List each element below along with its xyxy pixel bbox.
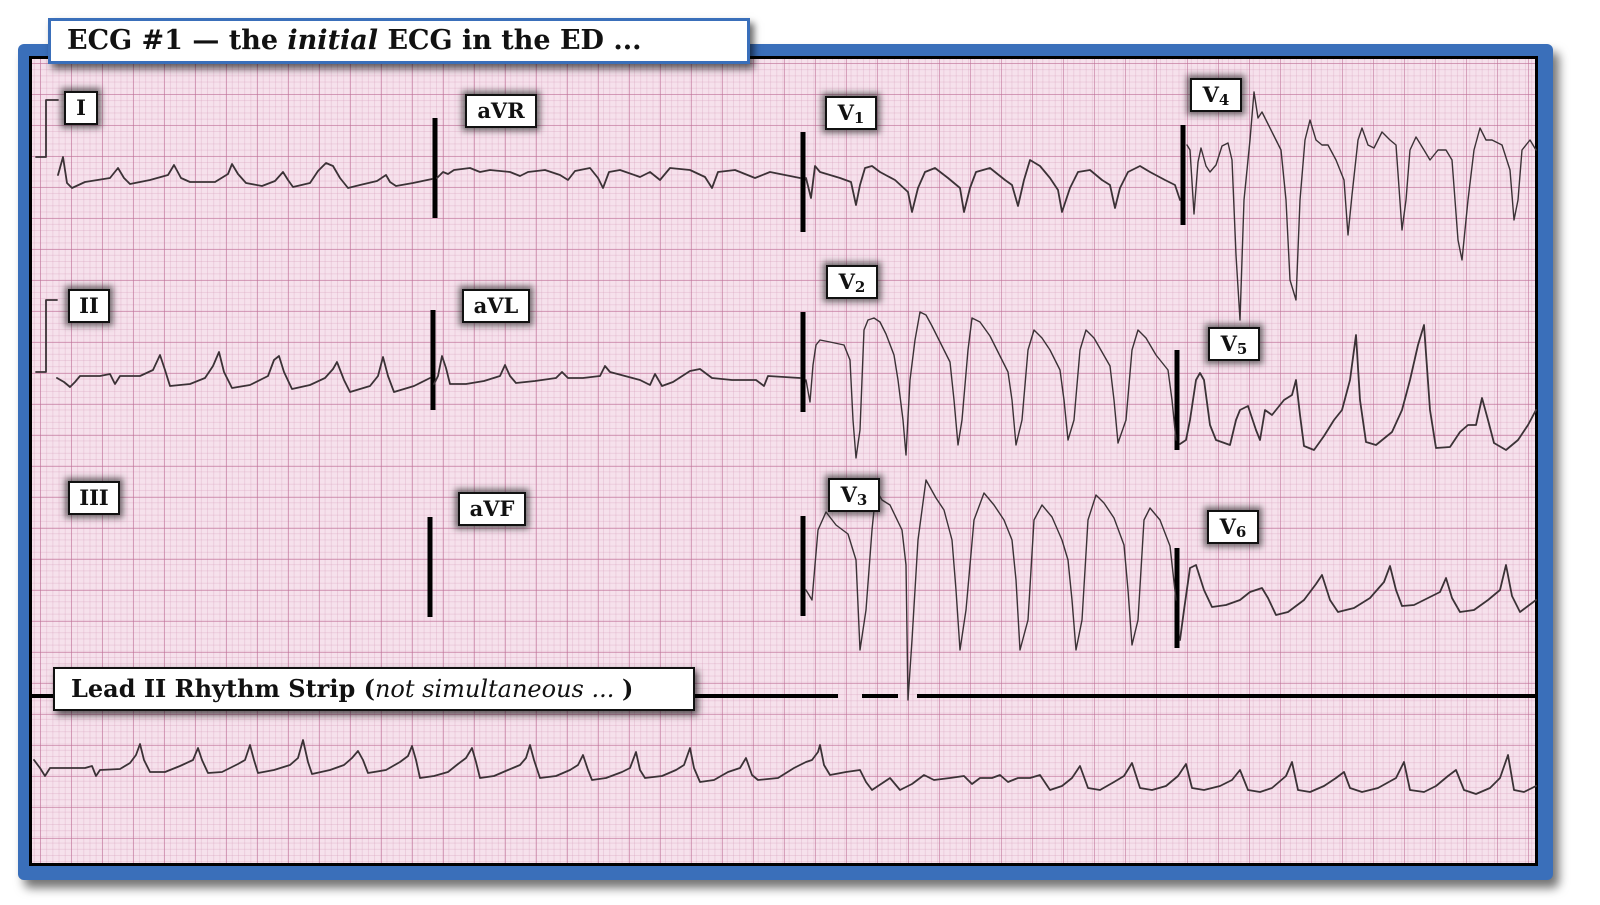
lead-label-v2: V2 — [826, 265, 878, 299]
lead-name: V — [1220, 331, 1237, 356]
lead-name: I — [76, 95, 86, 120]
lead-label-v4: V4 — [1190, 78, 1242, 112]
lead-name: V — [840, 482, 857, 507]
lead-name: V — [838, 269, 855, 294]
title-prefix: ECG #1 — the — [67, 25, 288, 56]
lead-name: aVR — [477, 98, 525, 123]
rhythm-label-bold: Lead II Rhythm Strip — [71, 674, 364, 703]
ecg-title: ECG #1 — the initial ECG in the ED ... — [48, 18, 750, 64]
lead-name: V — [1219, 514, 1236, 539]
rhythm-label-italic: not simultaneous ... — [374, 675, 622, 703]
lead-label-avf: aVF — [458, 492, 526, 526]
lead-label-v3: V3 — [828, 478, 880, 512]
title-emphasis: initial — [287, 25, 379, 56]
lead-subscript: 4 — [1218, 91, 1230, 109]
lead-name: aVF — [469, 496, 515, 521]
lead-name: V — [1202, 82, 1219, 107]
lead-label-iii: III — [68, 481, 120, 515]
lead-label-v5: V5 — [1208, 327, 1260, 361]
rhythm-paren-close: ) — [622, 674, 634, 703]
lead-label-v1: V1 — [825, 96, 877, 130]
lead-name: II — [79, 293, 99, 318]
title-suffix: ECG in the ED ... — [378, 25, 642, 56]
lead-subscript: 2 — [854, 278, 866, 296]
lead-label-ii: II — [68, 289, 110, 323]
lead-name: III — [79, 485, 109, 510]
lead-label-i: I — [64, 91, 98, 125]
lead-subscript: 6 — [1235, 523, 1247, 541]
rhythm-paren-open: ( — [363, 674, 375, 703]
lead-label-v6: V6 — [1207, 510, 1259, 544]
lead-label-avl: aVL — [462, 289, 530, 323]
lead-label-avr: aVR — [465, 94, 537, 128]
lead-name: aVL — [473, 293, 519, 318]
ecg-paper-grid — [29, 56, 1538, 866]
rhythm-strip-label: Lead II Rhythm Strip (not simultaneous .… — [53, 667, 695, 711]
lead-subscript: 1 — [853, 109, 865, 127]
lead-subscript: 5 — [1236, 340, 1248, 358]
lead-subscript: 3 — [856, 491, 868, 509]
lead-name: V — [837, 100, 854, 125]
